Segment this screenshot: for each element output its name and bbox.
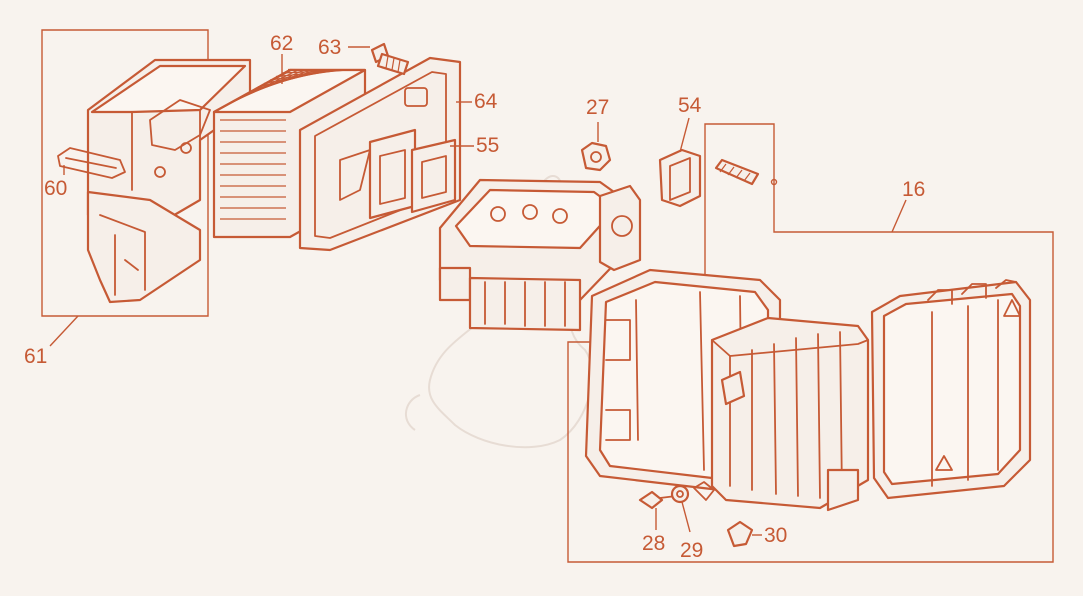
- callout-54: 54: [678, 94, 702, 117]
- clip-part: [57, 147, 126, 179]
- air-filter-housing: [86, 58, 252, 304]
- muffler-outer-guard: [870, 279, 1032, 500]
- leader-54: [679, 117, 690, 153]
- nut-27: [580, 141, 612, 172]
- leader-dot-16: [770, 178, 778, 186]
- callout-63: 63: [318, 36, 341, 59]
- callout-60: 60: [44, 177, 67, 200]
- washer-29: [670, 484, 690, 504]
- screw-30: [726, 520, 754, 548]
- callout-64: 64: [474, 90, 498, 113]
- clamp-bracket: [693, 481, 715, 501]
- callout-27: 27: [586, 96, 609, 119]
- assembly-frame-61: [41, 29, 209, 317]
- callout-29: 29: [680, 539, 703, 562]
- callout-16: 16: [902, 178, 925, 201]
- callout-62: 62: [270, 32, 293, 55]
- leader-16: [891, 199, 907, 233]
- gasket-55: [368, 128, 457, 220]
- exhaust-gasket-54: [658, 148, 702, 208]
- leader-61: [49, 315, 79, 347]
- filter-pleat: [287, 68, 359, 71]
- stud-bolt: [714, 158, 760, 186]
- bolt-28: [638, 490, 677, 510]
- callout-55: 55: [476, 134, 499, 157]
- callout-28: 28: [642, 532, 665, 555]
- muffler-body: [710, 316, 870, 512]
- screw-63: [370, 42, 410, 76]
- callout-30: 30: [764, 524, 787, 547]
- cylinder-head: [438, 178, 642, 332]
- leader-29: [681, 501, 691, 533]
- callout-61: 61: [24, 345, 47, 368]
- filter-pleat: [281, 69, 353, 74]
